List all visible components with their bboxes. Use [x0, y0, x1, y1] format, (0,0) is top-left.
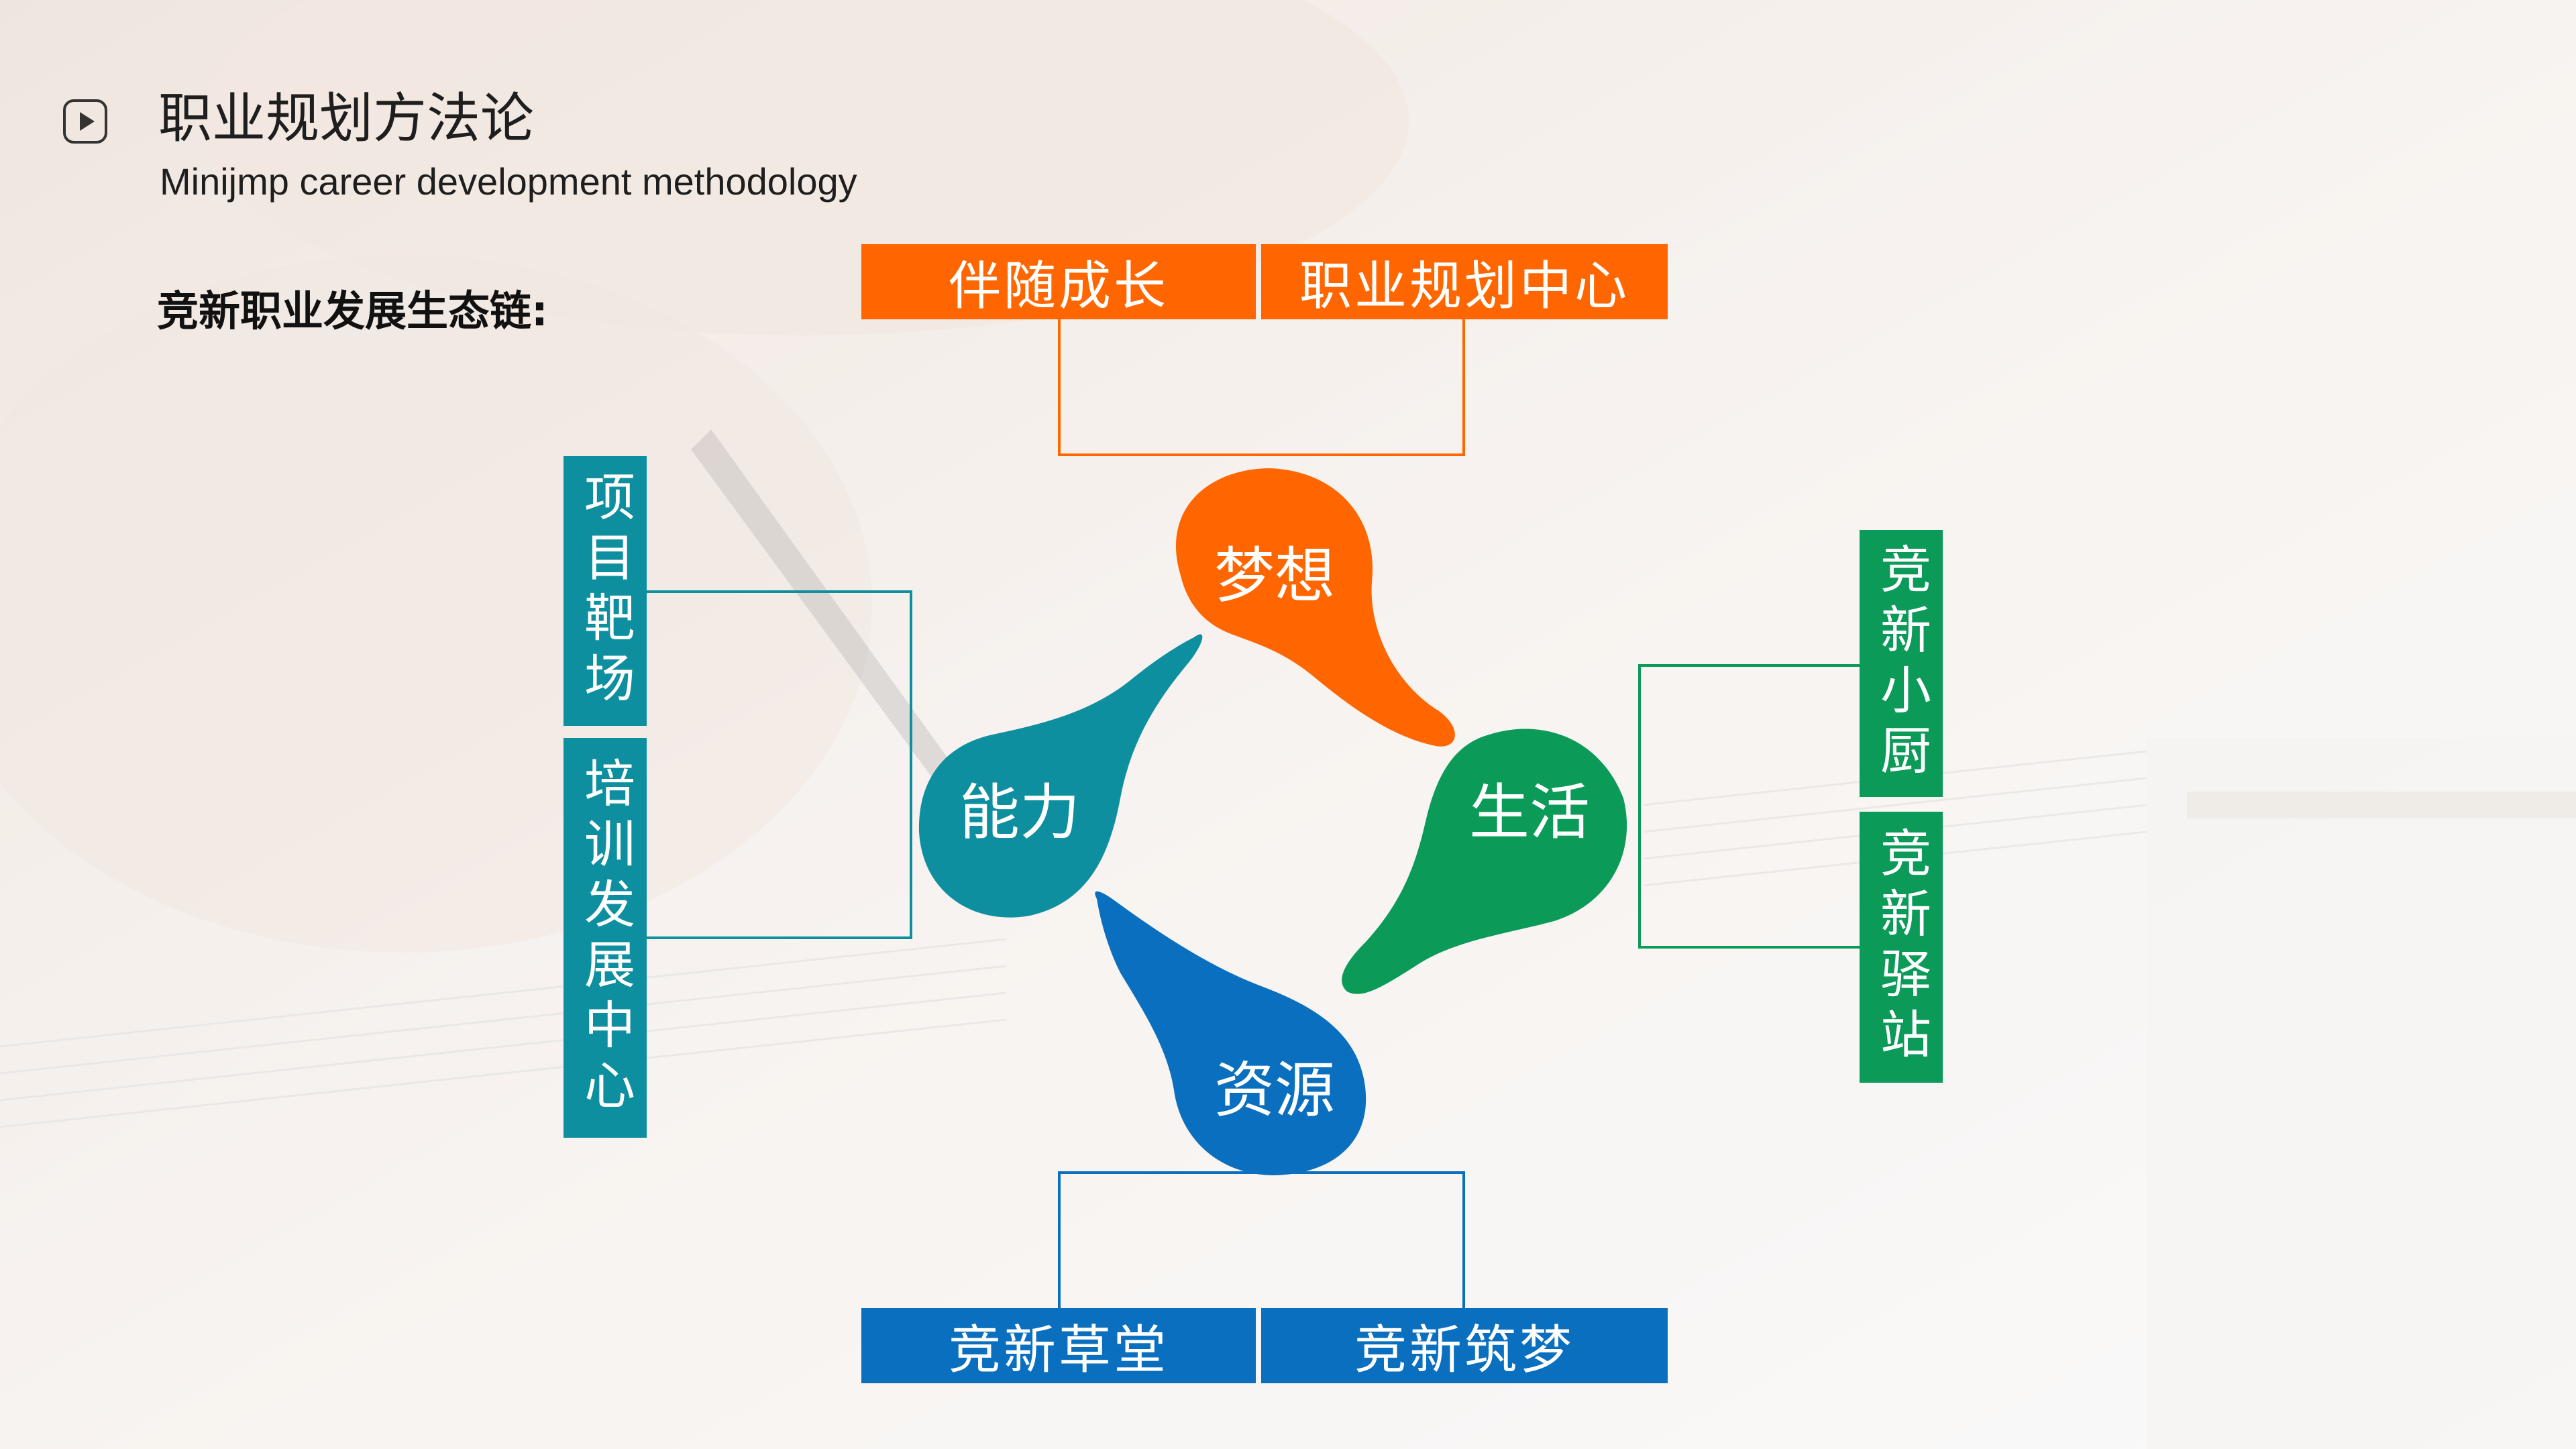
box-jingxin-station-label: 竞新驿站: [1872, 826, 1931, 1068]
petal-dream: [1175, 468, 1455, 747]
box-jingxin-dream: 竞新筑梦: [1261, 1308, 1668, 1383]
box-jingxin-kitchen-label: 竞新小厨: [1872, 543, 1931, 784]
box-companion-growth: 伴随成长: [861, 244, 1256, 319]
page-title: 职业规划方法论: [158, 87, 534, 150]
petal-label-life: 生活: [1469, 777, 1590, 848]
connector-right: [1638, 664, 1862, 949]
box-training-center: 培训发展中心: [564, 738, 647, 1138]
box-project-range: 项目靶场: [564, 456, 647, 726]
box-career-planning-center: 职业规划中心: [1261, 244, 1668, 319]
petal-label-resource: 资源: [1214, 1055, 1335, 1126]
petal-ability: [918, 634, 1203, 918]
page-subtitle: Minijmp career development methodology: [160, 160, 857, 203]
box-project-range-label: 项目靶场: [576, 470, 635, 712]
box-jingxin-station: 竞新驿站: [1860, 812, 1943, 1083]
box-jingxin-kitchen: 竞新小厨: [1860, 530, 1943, 797]
box-jingxin-cottage: 竞新草堂: [861, 1308, 1256, 1383]
connector-left: [643, 590, 912, 939]
petal-resource: [1095, 891, 1366, 1175]
petal-label-dream: 梦想: [1214, 541, 1335, 611]
petal-life: [1342, 729, 1627, 994]
section-label: 竞新职业发展生态链:: [157, 286, 548, 335]
box-training-center-label: 培训发展中心: [576, 757, 635, 1119]
petal-label-ability: 能力: [959, 777, 1080, 848]
connector-top: [1058, 319, 1465, 456]
play-icon[interactable]: [62, 98, 109, 145]
